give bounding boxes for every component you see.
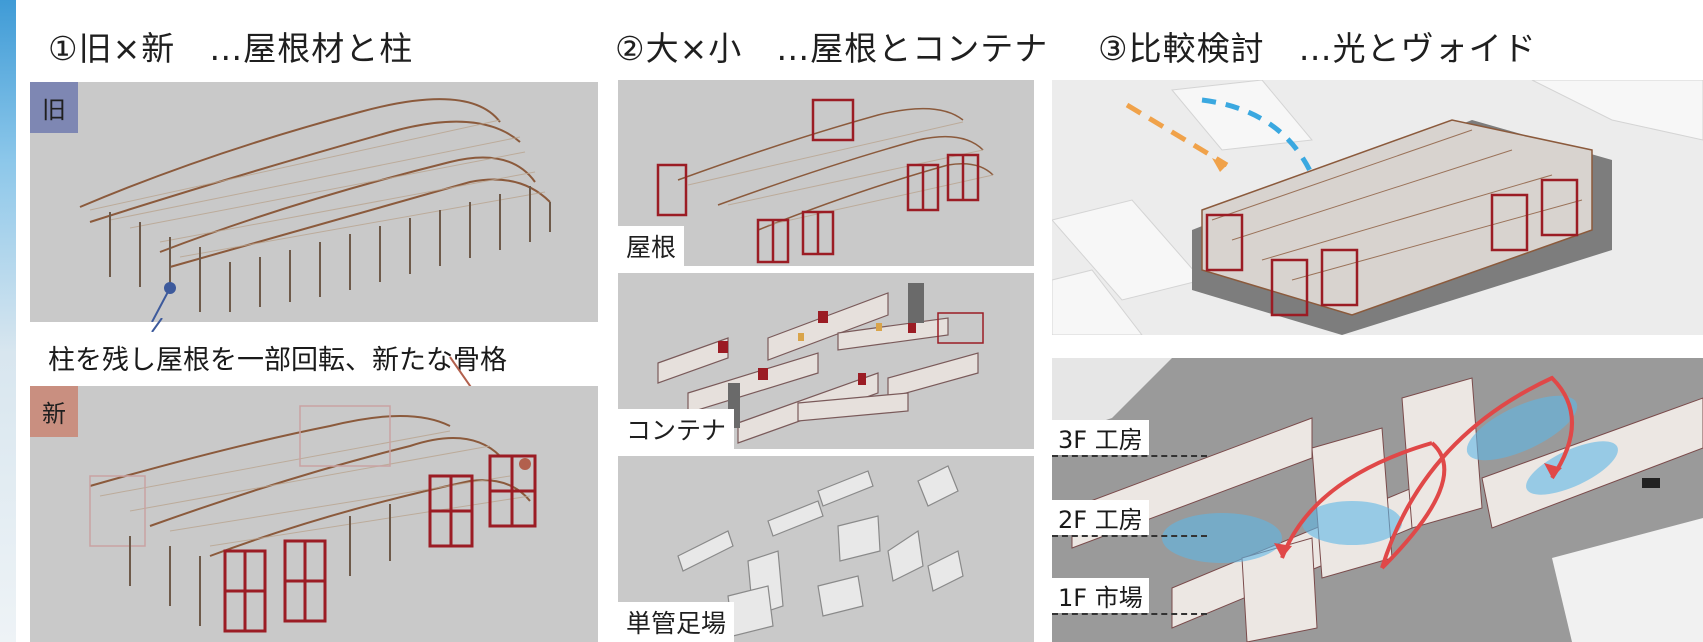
floor-label-2f: 2F 工房 xyxy=(1052,500,1149,535)
floor-line-1f xyxy=(1052,613,1207,615)
void-study-panel xyxy=(1052,358,1703,642)
light-study-panel xyxy=(1052,80,1703,335)
scaffold-drawing xyxy=(677,465,964,637)
old-roof-drawing xyxy=(79,98,551,322)
floor-line-2f xyxy=(1052,535,1207,537)
old-pointer-line xyxy=(151,318,163,332)
floor-label-1f: 1F 市場 xyxy=(1052,578,1149,613)
new-tag: 新 xyxy=(30,386,78,437)
heading-comparison: ③比較検討 …光とヴォイド xyxy=(1098,29,1537,68)
container-drawing xyxy=(657,283,984,444)
container-panel: コンテナ xyxy=(618,273,1034,449)
roof-drawing xyxy=(656,98,994,264)
container-label: コンテナ xyxy=(618,409,735,449)
heading-old-new: ①旧×新 …屋根材と柱 xyxy=(48,29,414,68)
floor-label-3f: 3F 工房 xyxy=(1052,420,1149,455)
scaffold-panel: 単管足場 xyxy=(618,456,1034,642)
new-roof-panel: 新 xyxy=(30,386,598,642)
old-roof-panel: 旧 xyxy=(30,82,598,322)
roof-rotation-caption: 柱を残し屋根を一部回転、新たな骨格 xyxy=(48,345,507,376)
floor-line-3f xyxy=(1052,455,1207,457)
roof-label: 屋根 xyxy=(618,226,685,266)
light-study-drawing xyxy=(1052,80,1703,335)
scaffold-label: 単管足場 xyxy=(618,602,735,642)
left-edge-image-strip xyxy=(0,0,16,642)
roof-panel: 屋根 xyxy=(618,80,1034,266)
new-roof-drawing xyxy=(89,405,537,633)
void-study-drawing xyxy=(1052,358,1703,642)
old-tag: 旧 xyxy=(30,82,78,133)
heading-large-small: ②大×小 …屋根とコンテナ xyxy=(615,29,1049,68)
